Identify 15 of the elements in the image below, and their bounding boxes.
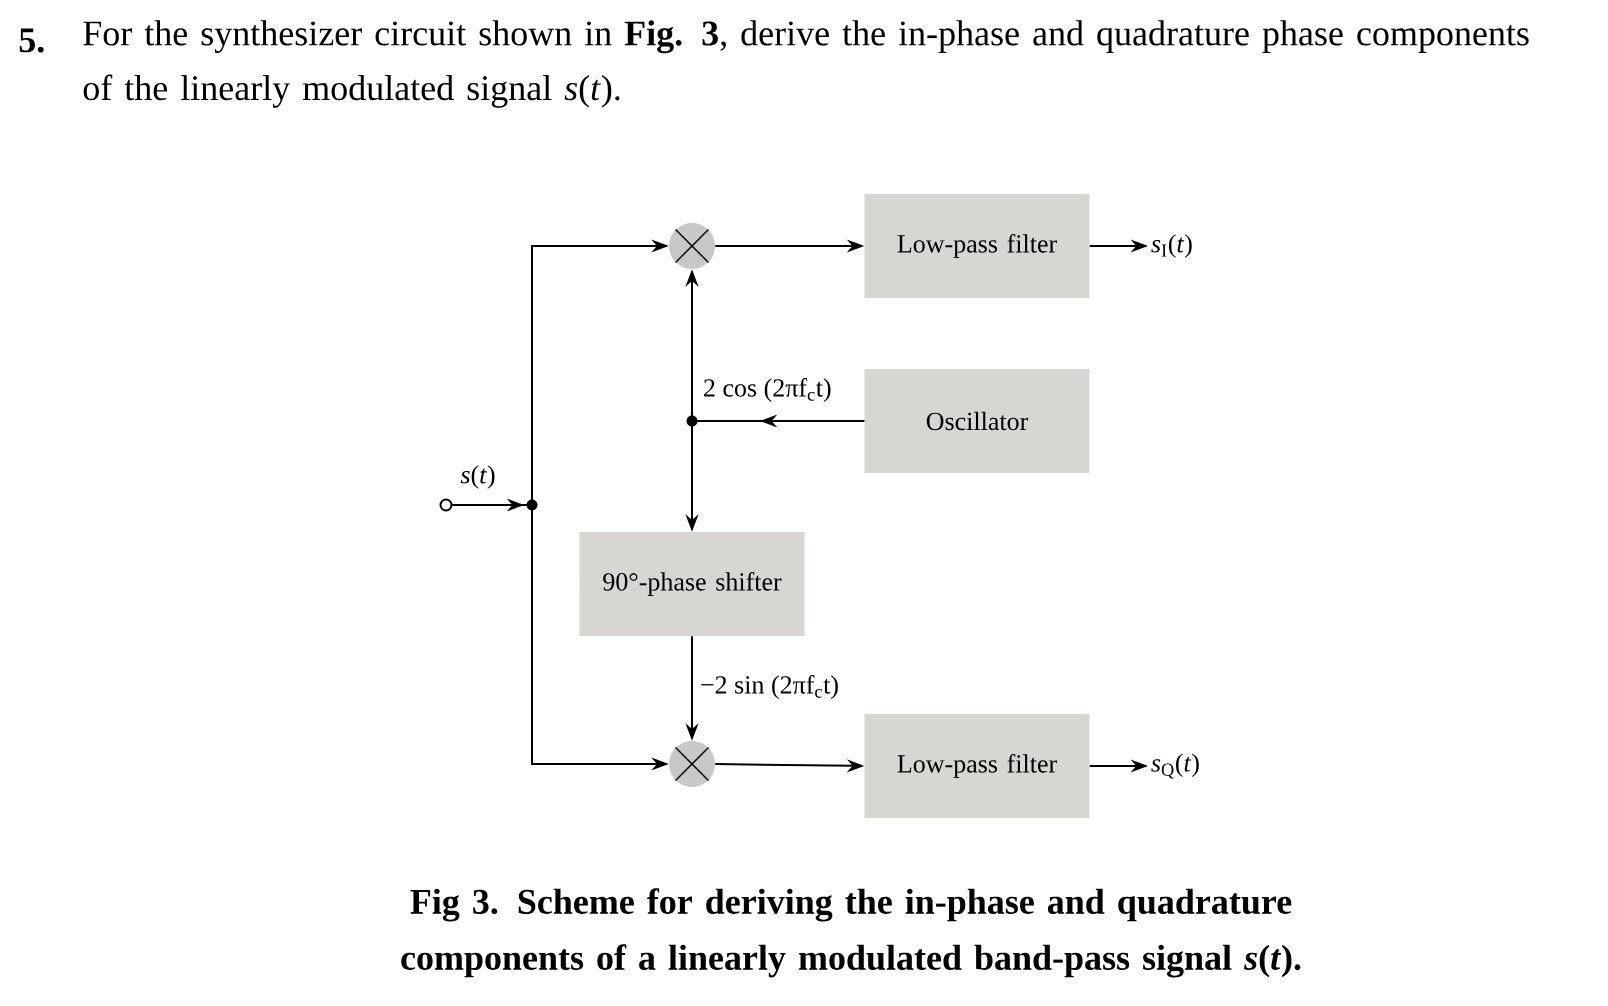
multiplier-symbol: [669, 223, 715, 269]
figure-caption: Fig 3. Scheme for deriving the in-phase and quadrature components of a linearly modulated band-pass signal s(t).: [401, 888, 1301, 978]
edge-label: −2 sin (2πf$_{c}$t): [697, 672, 842, 702]
output-label: s$_{Q}$(t): [1151, 753, 1199, 779]
signal-label: s(t): [460, 465, 495, 489]
input-terminal: [439, 498, 453, 512]
block-box: Low-pass filter: [864, 194, 1090, 298]
question-text: For the synthesizer circuit shown in Fig. 3, derive the in-phase and quadrature phase components of the linearly modulated signal s(t).: [83, 20, 1529, 108]
output-label: s$_{I}$(t): [1151, 234, 1192, 258]
edge-label: 2 cos (2πf$_{c}$t): [700, 375, 835, 405]
question-number: 5.: [19, 28, 44, 53]
block-box: Low-pass filter: [864, 714, 1090, 818]
multiplier-symbol: [669, 741, 715, 787]
block-box: 90°-phase shifter: [579, 532, 805, 636]
block-box: Oscillator: [864, 369, 1090, 473]
